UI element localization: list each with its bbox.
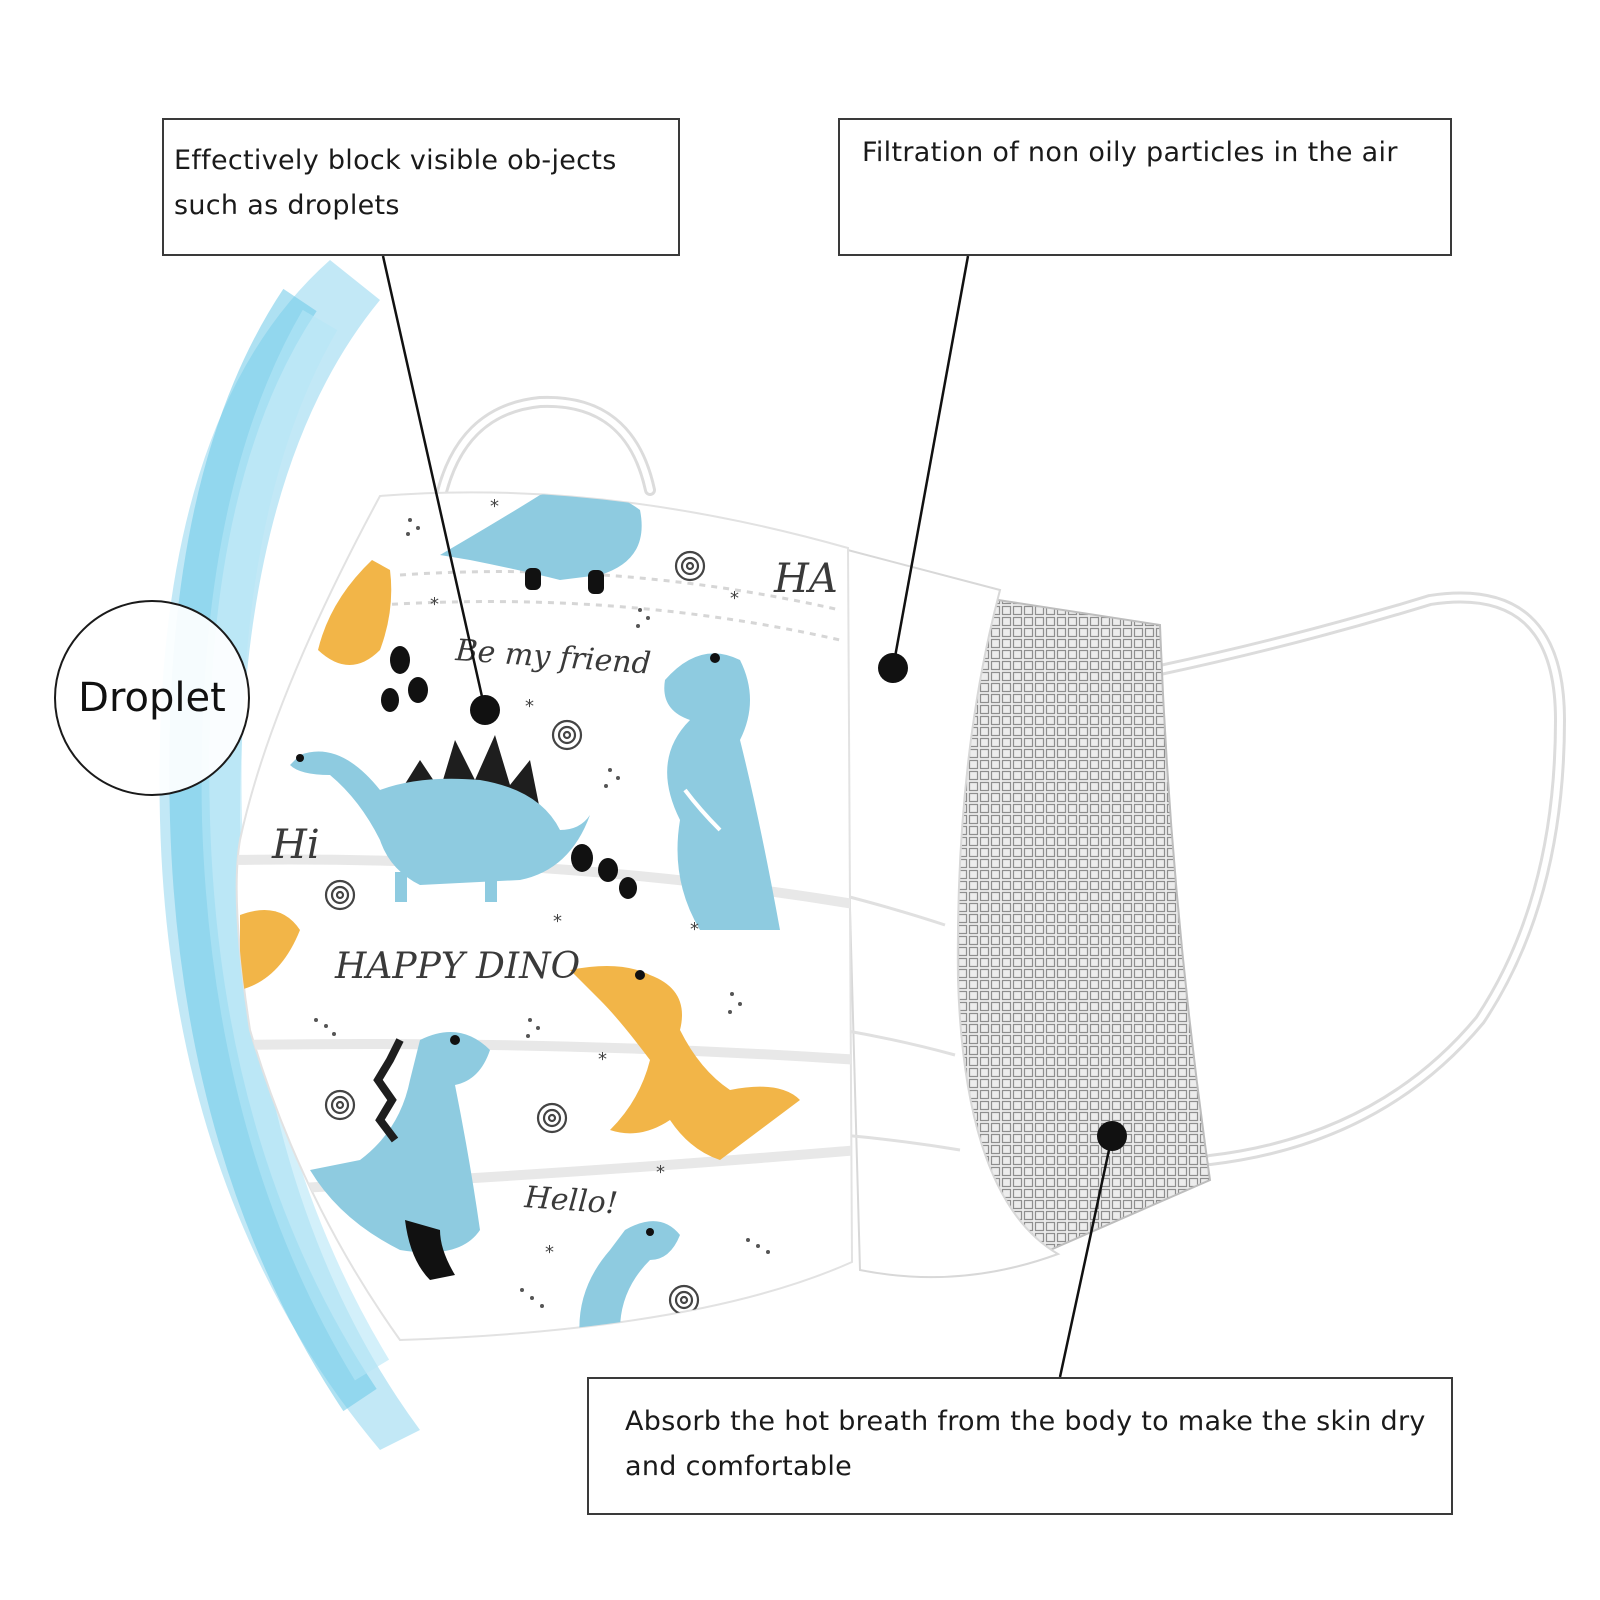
print-text-happy-dino: HAPPY DINO (334, 946, 580, 987)
mask-front-panel: * * * * * * * * * Be my frien (235, 491, 854, 1342)
droplet-circle-label: Droplet (54, 600, 250, 796)
droplet-mist (159, 260, 420, 1450)
dinosaur-icon (579, 1221, 680, 1340)
callout-absorb-breath: Absorb the hot breath from the body to m… (587, 1377, 1453, 1515)
print-text-hi: Hi (271, 822, 320, 868)
callout-dot-icon (470, 653, 1127, 1151)
paw-print-icon (381, 646, 637, 899)
svg-text:*: * (430, 594, 439, 615)
dinosaur-icon (290, 735, 590, 902)
svg-text:*: * (490, 496, 499, 517)
orange-dino-head (318, 560, 392, 665)
mask-middle-layer (838, 546, 1061, 1279)
callout-block-droplets: Effectively block visible ob-jects such … (162, 118, 680, 256)
leader-lines (381, 255, 1114, 1378)
svg-text:*: * (545, 1242, 554, 1263)
dot-cluster (314, 518, 770, 1308)
dinosaur-icon (310, 1032, 490, 1280)
orange-dino-head (240, 910, 300, 990)
callout-text: Effectively block visible ob-jects such … (174, 145, 617, 221)
star-icon: * * * * * * * * * (430, 496, 739, 1263)
svg-text:*: * (730, 588, 739, 609)
droplet-label-text: Droplet (78, 675, 226, 721)
dinosaur-icon (440, 492, 642, 594)
callout-filtration: Filtration of non oily particles in the … (838, 118, 1452, 256)
dinosaur-icon (570, 966, 800, 1160)
svg-text:*: * (525, 696, 534, 717)
callout-text: Absorb the hot breath from the body to m… (625, 1406, 1426, 1482)
spiral-icon (324, 550, 706, 1316)
print-text-hello: Hello! (522, 1180, 618, 1221)
svg-text:*: * (553, 911, 562, 932)
dinosaur-icon (664, 653, 780, 930)
svg-text:*: * (656, 1162, 665, 1183)
print-text-ha: HA (773, 556, 838, 602)
svg-text:*: * (690, 919, 699, 940)
callout-text: Filtration of non oily particles in the … (862, 137, 1398, 168)
svg-text:*: * (598, 1049, 607, 1070)
